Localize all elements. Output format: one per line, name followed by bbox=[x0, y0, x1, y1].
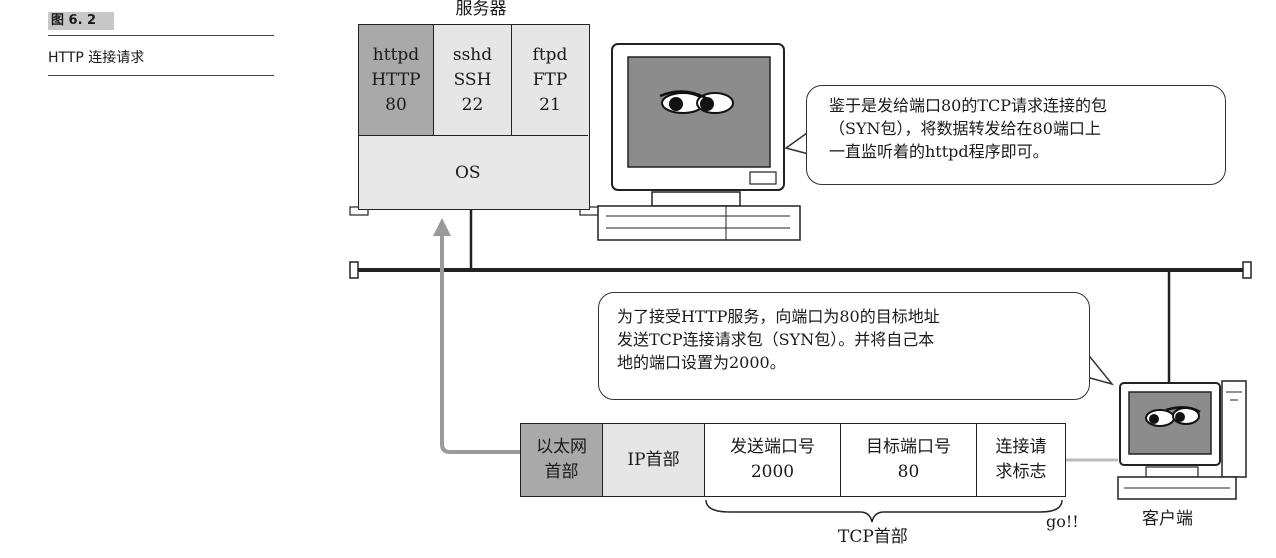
field-line-1: 发送端口号 bbox=[730, 437, 815, 457]
packet-field-dst-port: 目标端口号 80 bbox=[841, 424, 977, 496]
server-eyes-icon bbox=[659, 90, 734, 114]
field-line-1: 连接请 bbox=[995, 437, 1047, 457]
server-bubble-line-1: 鉴于是发给端口80的TCP请求连接的包 bbox=[829, 96, 1108, 115]
service-port: 22 bbox=[461, 94, 484, 115]
field-line-2: 2000 bbox=[750, 462, 795, 482]
delivery-arrowhead-lower bbox=[433, 218, 451, 236]
service-cell-ftpd: ftpd FTP 21 bbox=[512, 25, 588, 136]
packet-field-ip: IP首部 bbox=[603, 424, 705, 496]
figure-number: 图 6. 2 bbox=[48, 12, 114, 30]
server-label: 服务器 bbox=[455, 0, 507, 19]
bus-terminator-left bbox=[349, 261, 359, 279]
packet: 以太网 首部 IP首部 发送端口号 2000 目标端口号 80 连接请 求标志 bbox=[520, 423, 1066, 497]
service-name: ftpd bbox=[532, 44, 568, 65]
client-bubble-line-2: 发送TCP连接请求包（SYN包）。并将自己本 bbox=[617, 330, 935, 349]
server-bubble-line-3: 一直监听着的httpd程序即可。 bbox=[829, 142, 1049, 161]
bus-terminator-right bbox=[1242, 261, 1252, 279]
packet-field-ethernet: 以太网 首部 bbox=[521, 424, 603, 496]
service-name: httpd bbox=[372, 44, 420, 65]
delivery-arrow-path bbox=[440, 232, 522, 454]
field-line-2: 80 bbox=[897, 462, 920, 482]
client-bubble-tail bbox=[1085, 351, 1115, 386]
client-eyes-icon bbox=[1145, 406, 1201, 427]
client-label: 客户端 bbox=[1142, 509, 1193, 529]
service-protocol: HTTP bbox=[371, 69, 421, 90]
service-protocol: FTP bbox=[532, 69, 568, 90]
client-speech-bubble: 为了接受HTTP服务，向端口为80的目标地址 发送TCP连接请求包（SYN包）。… bbox=[598, 292, 1090, 400]
field-line-2: 求标志 bbox=[995, 462, 1047, 482]
service-cell-sshd: sshd SSH 22 bbox=[434, 25, 512, 136]
tcp-header-label: TCP首部 bbox=[838, 527, 908, 547]
figure-title: HTTP 连接请求 bbox=[48, 50, 145, 66]
service-cell-httpd: httpd HTTP 80 bbox=[359, 25, 434, 136]
server-monitor bbox=[597, 43, 801, 241]
client-bubble-line-3: 地的端口设置为2000。 bbox=[617, 353, 786, 372]
field-line-1: 目标端口号 bbox=[866, 437, 951, 457]
go-label: go!! bbox=[1046, 512, 1079, 531]
server-speech-bubble: 鉴于是发给端口80的TCP请求连接的包 （SYN包），将数据转发给在80端口上 … bbox=[806, 85, 1226, 185]
client-monitor bbox=[1117, 380, 1247, 500]
client-bubble-line-1: 为了接受HTTP服务，向端口为80的目标地址 bbox=[617, 307, 940, 326]
tcp-header-brace bbox=[705, 499, 1063, 523]
service-port: 80 bbox=[385, 94, 407, 115]
caption-rule-bottom bbox=[48, 75, 274, 76]
packet-field-src-port: 发送端口号 2000 bbox=[705, 424, 841, 496]
caption-rule-top bbox=[48, 35, 274, 36]
field-line-1: IP首部 bbox=[627, 449, 680, 470]
service-protocol: SSH bbox=[453, 69, 492, 90]
field-line-1: 以太网 bbox=[536, 437, 587, 457]
service-name: sshd bbox=[452, 44, 493, 65]
server-bubble-line-2: （SYN包），将数据转发给在80端口上 bbox=[829, 119, 1101, 138]
packet-field-syn-flag: 连接请 求标志 bbox=[977, 424, 1065, 496]
field-line-2: 首部 bbox=[544, 462, 579, 482]
service-port: 21 bbox=[539, 94, 561, 115]
os-label: OS bbox=[455, 163, 481, 183]
server-box: httpd HTTP 80 sshd SSH 22 ftpd FTP 21 OS bbox=[358, 24, 590, 210]
